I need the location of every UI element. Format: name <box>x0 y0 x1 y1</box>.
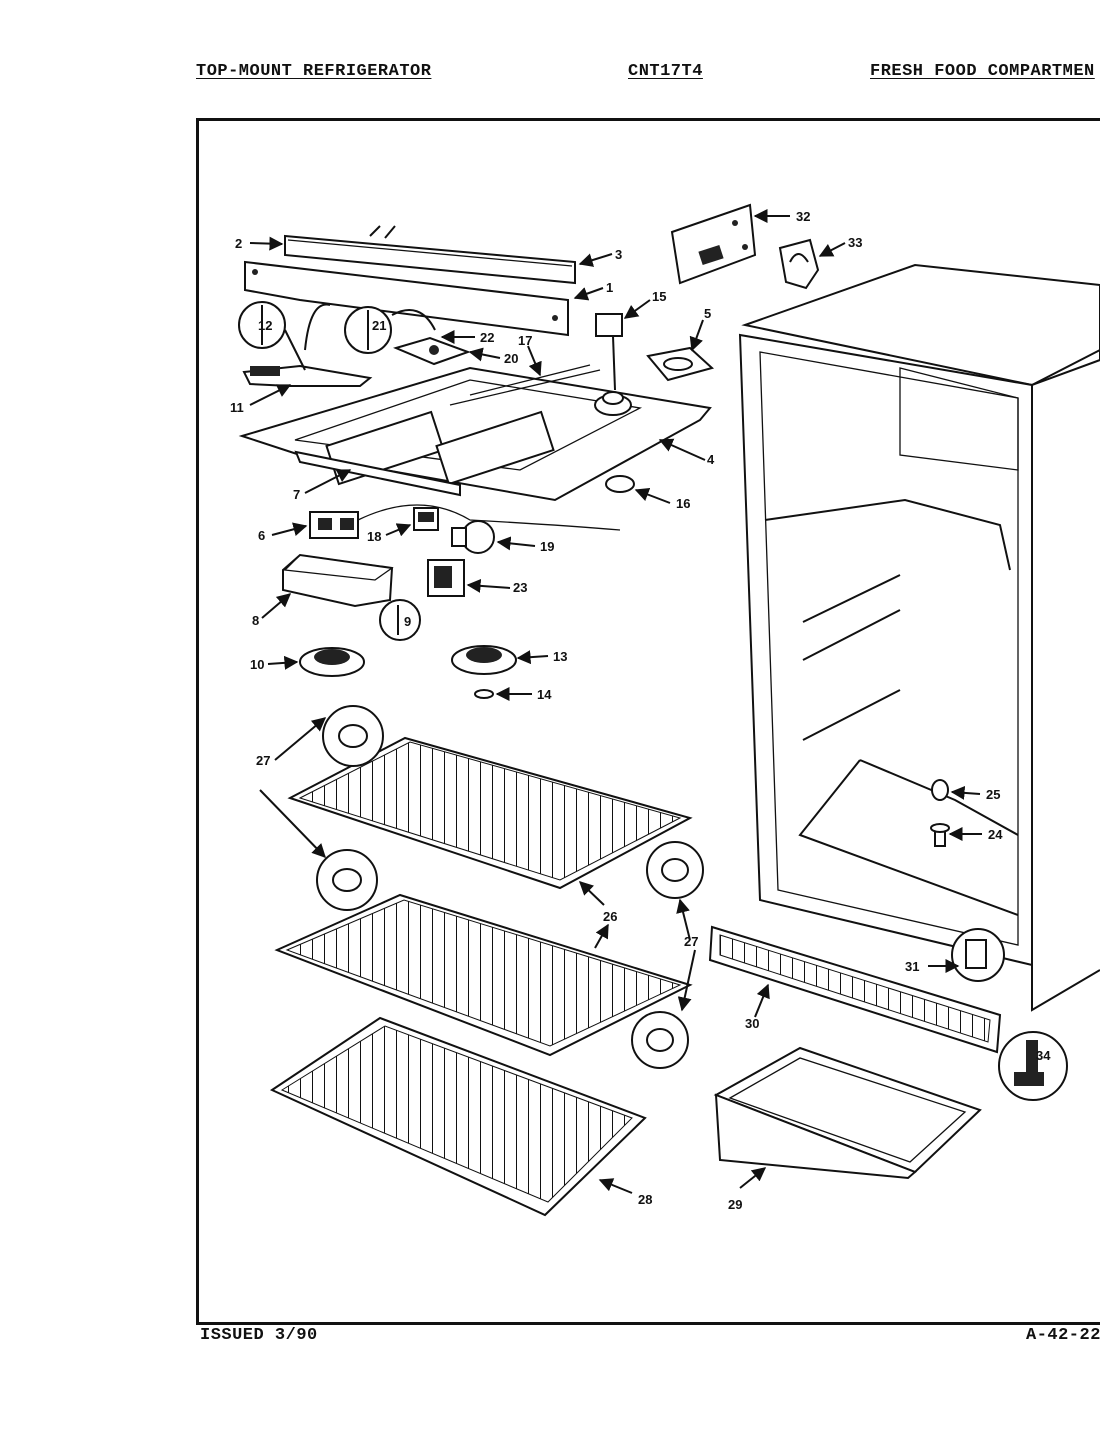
part-34-clip <box>778 238 820 290</box>
part-25-clip <box>931 779 949 801</box>
callout-1: 1 <box>606 280 613 295</box>
part-26-shelf-lower <box>274 893 693 1057</box>
callout-5: 5 <box>704 306 711 321</box>
part-27-support-c <box>646 841 704 899</box>
callout-7: 7 <box>293 487 300 502</box>
part-28-crisper-cover <box>269 1016 647 1217</box>
detail-32 <box>998 1031 1068 1101</box>
header-title: TOP-MOUNT REFRIGERATOR <box>196 62 432 81</box>
callout-28: 28 <box>638 1192 652 1207</box>
part-24-screw <box>930 823 950 847</box>
callout-12: 12 <box>258 318 272 333</box>
part-14-washer <box>474 689 494 699</box>
refrigerator-cabinet <box>738 263 1100 1012</box>
diagram-frame <box>196 118 1100 1325</box>
wire-a <box>304 303 331 351</box>
part-27-support-d <box>631 1011 689 1069</box>
callout-14: 14 <box>537 687 552 702</box>
part-23-motor <box>427 559 465 597</box>
detail-21 <box>344 306 392 354</box>
footer-issued: ISSUED 3/90 <box>200 1326 318 1345</box>
callout-31: 31 <box>905 959 919 974</box>
part-18-socket <box>413 507 439 531</box>
callout-23: 23 <box>513 580 527 595</box>
part-6-thermostat <box>309 504 621 539</box>
callout-labels: 2 3 1 32 33 15 5 12 21 22 20 17 11 4 7 1… <box>230 209 1051 1212</box>
part-16-lens <box>605 475 635 493</box>
callout-9: 9 <box>404 614 411 629</box>
callout-33: 32 <box>796 209 810 224</box>
callout-15: 15 <box>652 289 666 304</box>
callout-29: 29 <box>728 1197 742 1212</box>
part-5-cover <box>646 346 715 382</box>
callout-10: 10 <box>250 657 264 672</box>
part-2-trim <box>284 225 576 285</box>
part-19-bulb <box>451 520 495 554</box>
callout-27-right: 27 <box>684 934 698 949</box>
part-1-bracket <box>244 260 569 337</box>
callout-21: 21 <box>372 318 386 333</box>
part-13-knob <box>451 645 517 675</box>
callout-26: 26 <box>603 909 617 924</box>
callout-11: 11 <box>230 400 244 415</box>
part-29-crisper <box>713 1046 982 1180</box>
part-7-duct <box>294 450 461 497</box>
part-20-pad <box>393 336 471 366</box>
header-model: CNT17T4 <box>628 62 703 81</box>
detail-12 <box>238 301 306 371</box>
callout-22: 22 <box>480 330 494 345</box>
callout-13: 13 <box>553 649 567 664</box>
callout-27-left: 27 <box>256 753 270 768</box>
part-27-support-b <box>316 849 378 911</box>
callout-3: 3 <box>615 247 622 262</box>
wire-b <box>391 309 436 331</box>
callout-4: 4 <box>707 452 715 467</box>
part-33-plate <box>670 203 757 285</box>
callout-34: 33 <box>848 235 862 250</box>
callout-8: 8 <box>252 613 259 628</box>
footer-page-code: A-42-22 <box>1026 1326 1100 1345</box>
callout-30: 30 <box>745 1016 759 1031</box>
callout-32: 34 <box>1036 1048 1051 1063</box>
leader-lines <box>249 209 982 1194</box>
part-11-holder <box>242 364 373 387</box>
callout-16: 16 <box>676 496 690 511</box>
callout-17: 17 <box>518 333 532 348</box>
callout-24: 24 <box>988 827 1003 842</box>
callout-2: 2 <box>235 236 242 251</box>
detail-9 <box>379 599 421 641</box>
part-8-box <box>282 553 394 608</box>
part-15-switch <box>595 313 623 391</box>
callout-18: 18 <box>367 529 381 544</box>
callout-19: 19 <box>540 539 554 554</box>
part-27-support-a <box>322 705 384 767</box>
callout-20: 20 <box>504 351 518 366</box>
part-10-knob <box>299 647 365 677</box>
detail-31 <box>951 928 1005 982</box>
callout-6: 6 <box>258 528 265 543</box>
header-section: FRESH FOOD COMPARTMEN <box>870 62 1095 81</box>
part-30-grille <box>708 925 1002 1054</box>
callout-25: 25 <box>986 787 1000 802</box>
